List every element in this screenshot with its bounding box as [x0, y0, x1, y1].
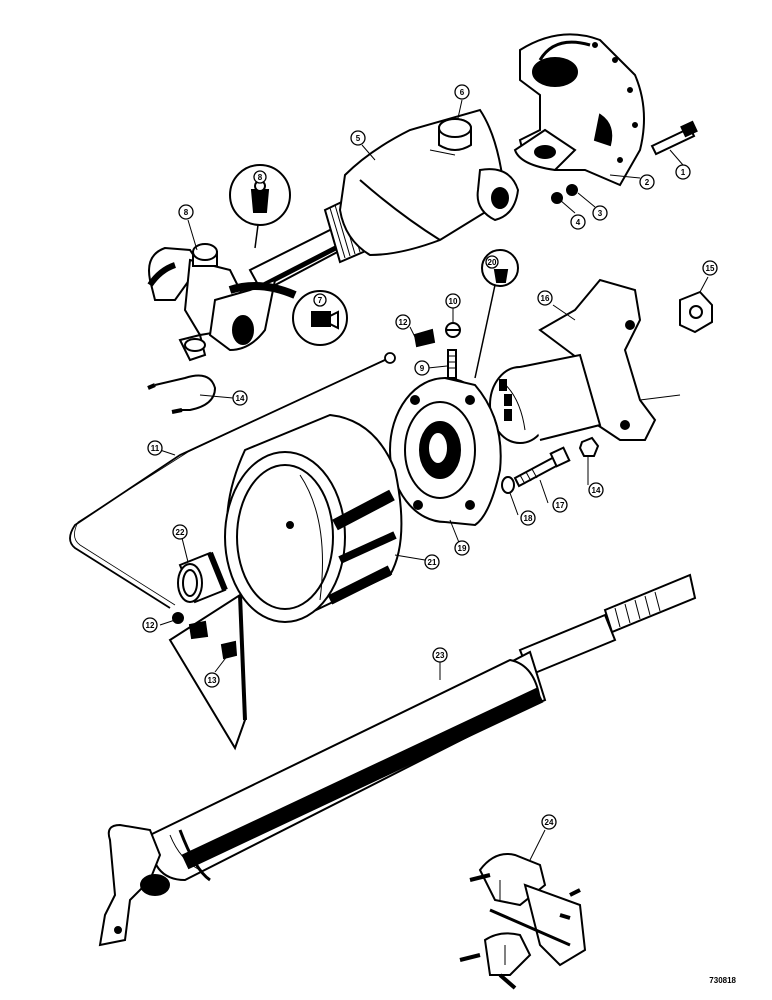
- grease-fitting-detail-20: [474, 249, 519, 379]
- bearing-flange: [389, 377, 502, 527]
- nut-4-upper: [551, 192, 563, 204]
- callout-18: 18: [520, 510, 536, 526]
- callout-6: 6: [454, 84, 470, 100]
- u-bolt: [147, 374, 217, 414]
- callout-21: 21: [424, 554, 440, 570]
- callout-12-lower: 12: [142, 617, 158, 633]
- callout-4-label: 4: [576, 218, 581, 227]
- companion-yoke: [489, 278, 681, 444]
- callout-5: 5: [350, 130, 366, 146]
- callout-1-label: 1: [681, 168, 686, 177]
- callout-14-lower: 14: [588, 482, 604, 498]
- fittings-upper: [413, 322, 461, 379]
- callout-12-upper-label: 12: [399, 318, 408, 327]
- grease-fitting-detail-upper: [229, 164, 291, 249]
- callout-7-label: 7: [318, 296, 323, 305]
- slip-yoke-assembly: [248, 108, 520, 294]
- fittings-lower: [172, 612, 238, 660]
- callout-8-bubble: 8: [253, 170, 267, 184]
- callout-13-label: 13: [208, 676, 217, 685]
- callout-3-label: 3: [598, 209, 603, 218]
- callout-3: 3: [592, 205, 608, 221]
- nut-14: [578, 436, 600, 457]
- shield-plate: [168, 593, 247, 751]
- callout-8-label: 8: [184, 208, 189, 217]
- callout-13: 13: [204, 672, 220, 688]
- callout-5-label: 5: [356, 134, 361, 143]
- callout-10-label: 10: [449, 297, 458, 306]
- callout-19: 19: [454, 540, 470, 556]
- callout-15: 15: [702, 260, 718, 276]
- bolt-17: [513, 446, 571, 488]
- callout-9-label: 9: [420, 364, 425, 373]
- callout-19-label: 19: [458, 544, 467, 553]
- callout-20-label: 20: [488, 258, 497, 267]
- figure-reference-number: 730818: [709, 976, 736, 985]
- callout-17-label: 17: [556, 501, 565, 510]
- washer-18: [501, 476, 515, 494]
- callout-10: 10: [445, 293, 461, 309]
- callout-17: 17: [552, 497, 568, 513]
- universal-joint: [147, 243, 277, 362]
- callout-14-lower-label: 14: [592, 486, 601, 495]
- callout-4-upper: 4: [570, 214, 586, 230]
- nut-15: [679, 290, 713, 334]
- callout-12-upper: 12: [395, 314, 411, 330]
- callout-18-label: 18: [524, 514, 533, 523]
- callout-11-label: 11: [151, 444, 160, 453]
- callout-2-label: 2: [645, 178, 650, 187]
- leader-lines: [159, 99, 709, 861]
- main-shaft: [98, 573, 697, 947]
- bushing-22: [177, 551, 228, 604]
- callout-15-label: 15: [706, 264, 715, 273]
- callout-1: 1: [675, 164, 691, 180]
- callout-7: 7: [313, 293, 327, 307]
- callout-23: 23: [432, 647, 448, 663]
- callout-22-label: 22: [176, 528, 185, 537]
- callout-16: 16: [537, 290, 553, 306]
- callout-14-upper: 14: [232, 390, 248, 406]
- grease-fitting-detail-lower: [228, 282, 348, 346]
- callout-24: 24: [541, 814, 557, 830]
- bolt-1: [650, 120, 698, 156]
- callout-22: 22: [172, 524, 188, 540]
- u-bolt-kit: [459, 853, 587, 990]
- callout-14-upper-label: 14: [236, 394, 245, 403]
- nut-3: [566, 184, 578, 196]
- callout-23-label: 23: [436, 651, 445, 660]
- callout-9: 9: [414, 360, 430, 376]
- callout-20: 20: [485, 255, 499, 269]
- callout-8-bubble-label: 8: [258, 173, 263, 182]
- callout-8: 8: [178, 204, 194, 220]
- brake-drum: [224, 413, 403, 623]
- flange-housing: [513, 33, 645, 187]
- callout-24-label: 24: [545, 818, 554, 827]
- callout-16-label: 16: [541, 294, 550, 303]
- callout-11: 11: [147, 440, 163, 456]
- callout-12-lower-label: 12: [146, 621, 155, 630]
- callout-6-label: 6: [460, 88, 465, 97]
- callout-2: 2: [639, 174, 655, 190]
- lube-line: [69, 352, 396, 609]
- callout-21-label: 21: [428, 558, 437, 567]
